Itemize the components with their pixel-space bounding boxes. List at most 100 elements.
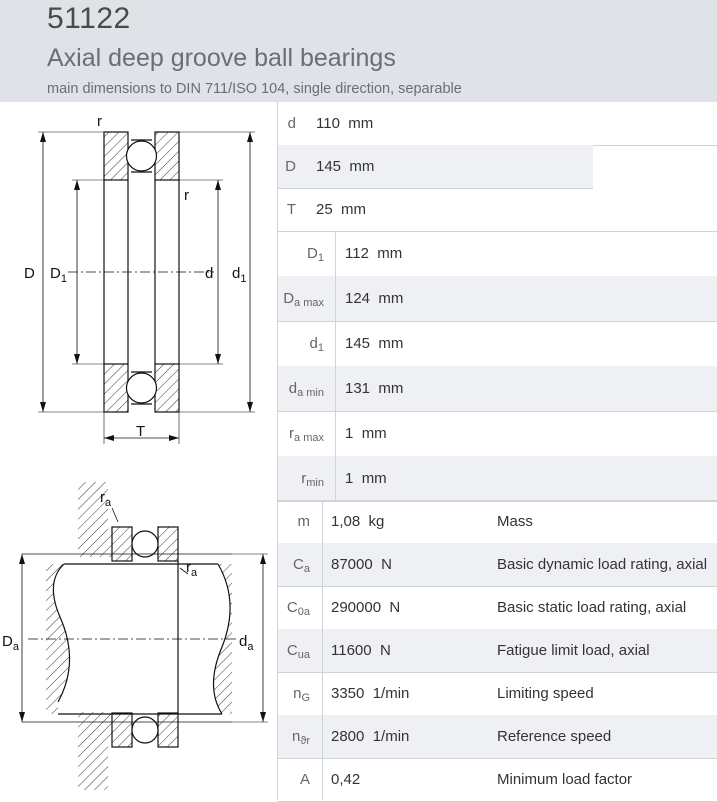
mounting_dimensions-value-number: 1 [345,470,354,487]
mounting_dimensions-value: 131 mm [345,366,403,411]
mounting_dimensions-value: 124 mm [345,276,403,321]
properties-row: nG 3350 1/min Limiting speed [278,672,717,715]
main_dimensions-symbol: T [278,188,296,231]
mounting_dimensions-value-number: 1 [345,425,354,442]
r-label-inner: r [184,187,189,204]
page-title: Axial deep groove ball bearings [47,44,396,72]
table-column-divider [322,500,323,800]
properties-value-number: 2800 [331,728,365,745]
main_dimensions-value: 110 mm [316,102,373,145]
technical-drawing: r r D D1 d d1 T [0,102,277,800]
properties-symbol-main: n [293,685,302,702]
mounting_dimensions-symbol-main: r [289,425,295,442]
da-label: da [239,633,254,653]
properties-value-unit: kg [368,513,385,530]
properties-symbol-main: A [299,771,310,788]
main_dimensions-value: 25 mm [316,188,366,231]
properties-value-number: 0,42 [331,771,361,788]
mounting_dimensions-symbol: rmin [278,456,324,506]
properties-row-divider [278,758,717,759]
properties-description: Basic dynamic load rating, axial [497,556,708,573]
mounting_dimensions-symbol-main: D [283,290,295,307]
mounting_dimensions-row: rmin 1 mm [278,456,717,501]
properties-value-number: 1,08 [331,513,361,530]
properties-description: Basic static load rating, axial [497,599,687,616]
properties-symbol: nϑr [278,715,310,763]
mounting_dimensions-symbol-sub: 1 [317,342,324,354]
mounting_dimensions-symbol-main: d [309,335,318,352]
table-group-divider [278,231,717,232]
mounting_dimensions-row-divider [278,501,717,502]
main_dimensions-value: 145 mm [316,145,374,188]
main_dimensions-row: D 145 mm [278,145,593,188]
properties-value: 11600 N [331,629,391,672]
mounting_dimensions-value-number: 124 [345,290,371,307]
properties-value: 290000 N [331,586,400,629]
properties-symbol-sub: ϑr [300,735,310,747]
properties-symbol-main: m [297,513,311,530]
properties-value: 87000 N [331,543,392,586]
ra-label-top: ra [100,489,112,509]
properties-symbol-sub: ua [297,649,310,661]
main_dimensions-row: T 25 mm [278,188,717,231]
properties-value-number: 290000 [331,599,382,616]
main_dimensions-value-unit: mm [341,201,367,218]
properties-value-unit: 1/min [372,728,410,745]
mounting-cross-section [19,482,268,790]
main_dimensions-value-unit: mm [348,115,374,132]
mounting_dimensions-value: 1 mm [345,456,387,501]
properties-symbol-sub: a [303,563,310,575]
mounting_dimensions-symbol: d1 [278,321,324,371]
mounting_dimensions-value-number: 112 [345,245,369,262]
properties-value-unit: N [379,642,391,659]
properties-value-unit: N [381,556,392,573]
main_dimensions-symbol: D [278,145,296,188]
main_dimensions-symbol: d [278,102,296,145]
properties-row: C0a 290000 N Basic static load rating, axi… [278,586,717,629]
d1-label: d1 [232,265,246,285]
mounting_dimensions-symbol-sub: 1 [317,252,324,264]
mounting_dimensions-row-divider [278,411,717,412]
properties-value-unit: 1/min [372,685,410,702]
mounting_dimensions-row: d1 145 mm [278,321,717,366]
properties-symbol: nG [278,672,310,720]
bearing-designation: 51122 [47,2,131,35]
mounting_dimensions-symbol-main: d [288,380,298,397]
mounting_dimensions-symbol-sub: a max [294,297,324,309]
mounting_dimensions-value-number: 131 [345,380,371,397]
properties-value-number: 87000 [331,556,373,573]
mounting_dimensions-value-unit: mm [361,470,387,487]
mounting_dimensions-symbol: D1 [278,231,324,281]
properties-symbol-main: C [286,599,298,616]
main_dimensions-value-number: 25 [316,201,333,218]
ra-label-inner: ra [186,559,198,579]
properties-value-unit: N [389,599,401,616]
properties-symbol: m [278,500,311,543]
Da-label: Da [2,633,20,653]
drawing-divider [277,102,278,800]
r-label-top: r [97,113,102,130]
d-label: d [205,265,213,282]
properties-description: Mass [497,513,533,530]
main_dimensions-value-number: 145 [316,158,342,175]
properties-symbol-sub: G [301,692,310,704]
properties-symbol: Cua [278,629,310,677]
properties-symbol-sub: 0a [297,606,310,618]
properties-description: Limiting speed [497,685,594,702]
properties-row-divider [278,586,717,587]
mounting_dimensions-value-number: 145 [345,335,371,352]
properties-value: 3350 1/min [331,672,409,715]
mounting_dimensions-row-divider [278,321,717,322]
mounting_dimensions-symbol-main: r [301,470,307,487]
properties-description: Fatigue limit load, axial [497,642,650,659]
properties-value-number: 3350 [331,685,365,702]
main_dimensions-value-number: 110 [316,115,340,132]
page-subtitle: main dimensions to DIN 711/ISO 104, sing… [47,81,462,97]
mounting_dimensions-value: 145 mm [345,321,403,366]
mounting_dimensions-symbol-sub: a min [297,387,324,399]
mounting_dimensions-symbol-sub: min [306,477,324,489]
mounting_dimensions-row: Da max 124 mm [278,276,717,321]
